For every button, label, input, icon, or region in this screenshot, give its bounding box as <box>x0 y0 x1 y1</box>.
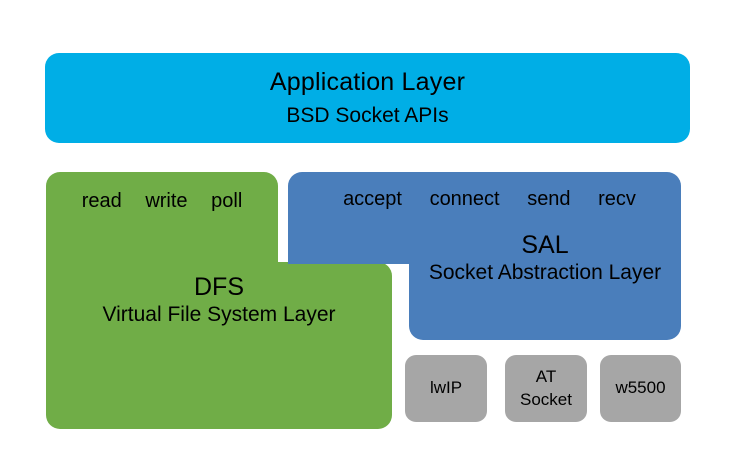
application-layer-title: Application Layer <box>269 67 466 96</box>
sal-operation-send[interactable]: send <box>527 188 571 210</box>
dfs-operation-write[interactable]: write <box>145 190 188 212</box>
sal-layer-box[interactable]: accept connect send recv SAL Socket Abst… <box>288 172 681 340</box>
driver-label: lwIP <box>429 378 463 398</box>
sal-operation-recv[interactable]: recv <box>598 188 636 210</box>
sal-label-group: SAL Socket Abstraction Layer <box>409 230 681 285</box>
dfs-operations-row: read write poll <box>46 190 278 213</box>
sal-operations-row: accept connect send recv <box>298 188 681 211</box>
sal-layer-name: SAL <box>521 231 569 259</box>
dfs-operation-poll[interactable]: poll <box>211 190 243 212</box>
application-layer-subtitle: BSD Socket APIs <box>286 104 449 128</box>
dfs-operation-read[interactable]: read <box>81 190 122 212</box>
driver-label: w5500 <box>615 378 666 398</box>
driver-box-lwip[interactable]: lwIP <box>405 355 487 422</box>
sal-operation-connect[interactable]: connect <box>429 188 500 210</box>
application-layer-box[interactable]: Application Layer BSD Socket APIs <box>45 53 690 143</box>
dfs-label-group: DFS Virtual File System Layer <box>46 272 392 327</box>
sal-lower-region <box>409 232 681 340</box>
dfs-layer-description: Virtual File System Layer <box>102 303 336 326</box>
driver-box-w5500[interactable]: w5500 <box>600 355 681 422</box>
dfs-lower-region <box>46 262 392 429</box>
dfs-layer-box[interactable]: read write poll DFS Virtual File System … <box>46 172 392 429</box>
sal-layer-description: Socket Abstraction Layer <box>428 261 662 284</box>
dfs-layer-name: DFS <box>194 273 244 301</box>
sal-operation-accept[interactable]: accept <box>343 188 402 210</box>
